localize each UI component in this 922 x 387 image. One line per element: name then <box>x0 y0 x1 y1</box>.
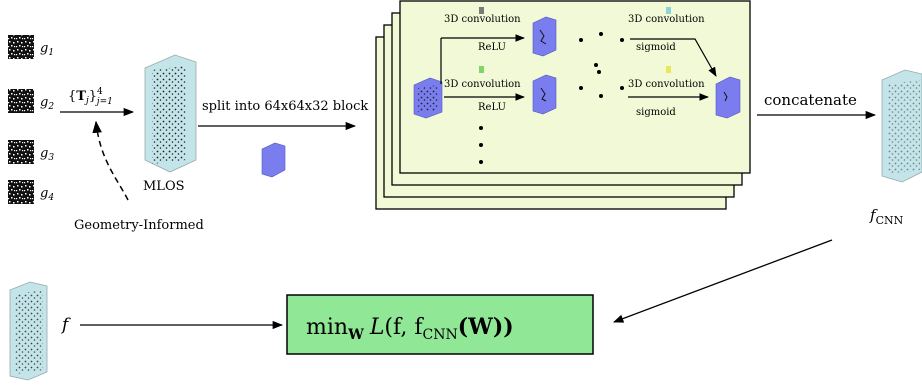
relu-label-mid: ReLU <box>478 102 506 113</box>
mlos-volume <box>144 54 197 173</box>
grid-image-g4 <box>8 180 34 204</box>
kernel-icon-green <box>479 66 484 73</box>
grid-image-g3 <box>8 140 34 164</box>
kernel-icon-yellow <box>666 66 671 73</box>
grid-image-g2 <box>8 89 34 113</box>
cross-ellipsis <box>579 32 624 98</box>
fcnn-label: fCNN <box>869 206 904 227</box>
sigmoid-label-mid: sigmoid <box>636 107 676 118</box>
grid-image-g1 <box>8 35 34 59</box>
sigmoid-label-top: sigmoid <box>636 42 676 53</box>
conv-label-top: 3D convolution <box>444 14 521 25</box>
relu-label-top: ReLU <box>478 42 506 53</box>
grid-label-g3: g3 <box>40 146 54 163</box>
grid-label-g1: g1 <box>40 41 54 58</box>
grid-images: g1 g2 g3 g4 <box>8 35 54 204</box>
sigmoid-arrow-top <box>630 38 717 77</box>
kernel-icon-gray <box>479 7 484 14</box>
fcnn-volume <box>881 69 922 183</box>
mlos-label: MLOS <box>143 179 185 194</box>
grid-label-g2: g2 <box>40 95 54 112</box>
conv-label-sig-mid: 3D convolution <box>628 79 705 90</box>
split-label: split into 64x64x32 block <box>202 99 368 114</box>
conv-label-mid: 3D convolution <box>444 79 521 90</box>
feature-block-top <box>532 16 557 57</box>
geometry-label: Geometry-Informed <box>74 218 204 233</box>
sub-block-icon <box>261 142 286 178</box>
cnn-panel-front <box>399 0 751 174</box>
loss-box <box>286 294 594 355</box>
cnn-output-block <box>715 76 741 119</box>
geometry-dashed-arrow <box>92 120 129 201</box>
conv-label-sig-top: 3D convolution <box>628 14 705 25</box>
f-label: f <box>60 315 71 335</box>
f-volume <box>9 281 48 381</box>
fcnn-to-loss-arrow <box>613 239 833 323</box>
concatenate-label: concatenate <box>764 91 857 109</box>
cnn-panel-stack: 3D convolution ReLU 3D convolution ReLU <box>375 0 751 210</box>
grid-label-g4: g4 <box>40 186 54 203</box>
vertical-ellipsis <box>479 126 483 164</box>
kernel-icon-teal <box>666 7 671 14</box>
